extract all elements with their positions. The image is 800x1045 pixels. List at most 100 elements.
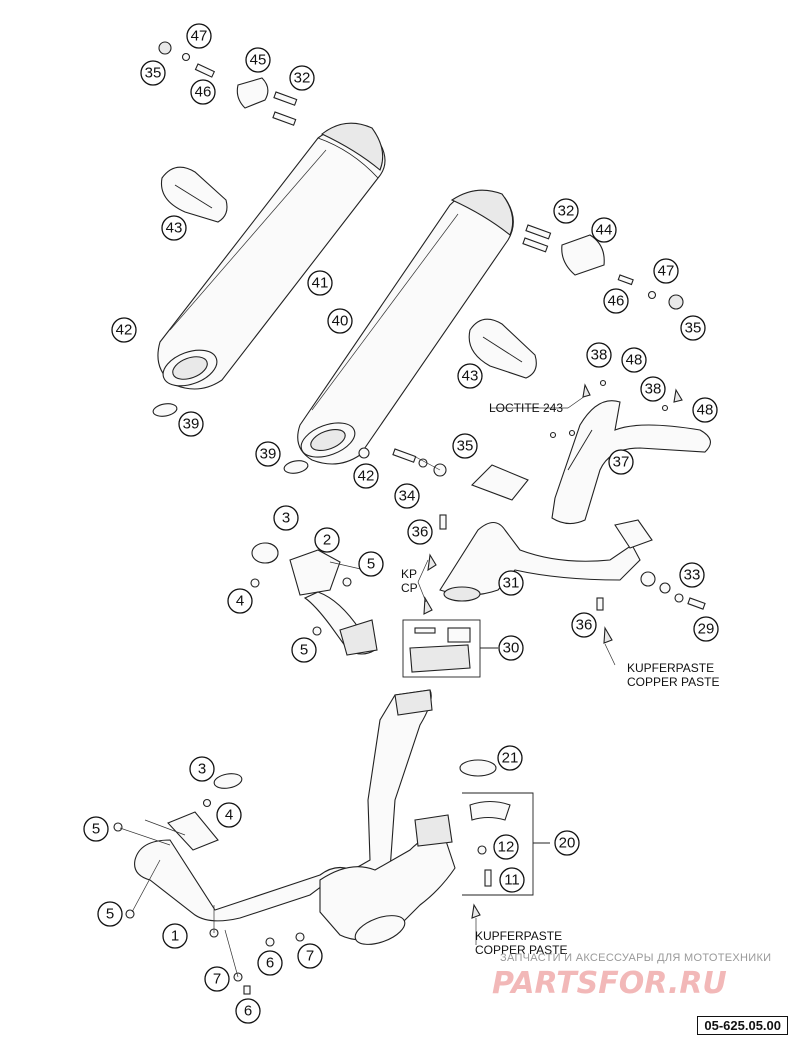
svg-text:5: 5: [92, 821, 100, 838]
svg-text:3: 3: [282, 510, 290, 527]
svg-text:7: 7: [306, 948, 314, 965]
svg-text:36: 36: [412, 524, 429, 541]
watermark-subtitle: ЗАПЧАСТИ И АКСЕССУАРЫ ДЛЯ МОТОТЕХНИКИ: [500, 952, 771, 964]
y-pipe: [439, 464, 653, 602]
svg-text:47: 47: [191, 28, 208, 45]
gaskets: [152, 403, 309, 789]
callout: 4: [216, 802, 242, 828]
svg-text:44: 44: [596, 222, 613, 239]
callout: 43: [457, 363, 483, 389]
callout: 35: [452, 433, 478, 459]
callout: 35: [680, 315, 706, 341]
svg-text:33: 33: [684, 567, 701, 584]
callout: 37: [608, 449, 634, 475]
callout: 45: [245, 47, 271, 73]
callout: 43: [161, 215, 187, 241]
svg-text:30: 30: [503, 640, 520, 657]
muffler-center: [297, 189, 514, 465]
callout: 5: [83, 816, 109, 842]
callout: 41: [307, 270, 333, 296]
svg-text:46: 46: [195, 84, 212, 101]
svg-text:5: 5: [300, 642, 308, 659]
callout: 47: [186, 23, 212, 49]
leader-lines: [119, 395, 616, 978]
svg-text:42: 42: [116, 322, 133, 339]
svg-text:43: 43: [166, 220, 183, 237]
svg-text:20: 20: [559, 835, 576, 852]
svg-text:12: 12: [498, 839, 515, 856]
note-kupferpaste-bottom: KUPFERPASTE: [475, 929, 562, 943]
callout: 6: [257, 950, 283, 976]
reference-number: 05-625.05.00: [697, 1016, 788, 1035]
svg-text:48: 48: [626, 352, 643, 369]
callout: 35: [140, 60, 166, 86]
callout: 3: [189, 756, 215, 782]
small-fasteners: [113, 379, 706, 995]
svg-text:36: 36: [576, 617, 593, 634]
callout: 39: [255, 441, 281, 467]
svg-text:39: 39: [183, 416, 200, 433]
callout: 4: [227, 588, 253, 614]
callout: 5: [291, 637, 317, 663]
callout: 38: [640, 376, 666, 402]
callout: 31: [498, 570, 524, 596]
svg-text:47: 47: [658, 263, 675, 280]
svg-text:7: 7: [213, 971, 221, 988]
svg-text:4: 4: [236, 593, 244, 610]
svg-text:45: 45: [250, 52, 267, 69]
svg-text:37: 37: [613, 454, 630, 471]
callout: 2: [314, 527, 340, 553]
svg-text:3: 3: [198, 761, 206, 778]
callout: 32: [289, 65, 315, 91]
callout: 30: [498, 635, 524, 661]
callout: 1: [162, 923, 188, 949]
note-cp: CP: [401, 581, 418, 595]
watermark: ЗАПЧАСТИ И АКСЕССУАРЫ ДЛЯ МОТОТЕХНИКИ PA…: [492, 952, 771, 1001]
callouts: 47 35 46 45 32 43 41 42 39 40 32 44 47 4…: [83, 23, 719, 1024]
svg-text:38: 38: [645, 381, 662, 398]
callout: 7: [297, 943, 323, 969]
note-loctite: LOCTITE 243: [489, 401, 563, 415]
svg-text:5: 5: [367, 556, 375, 573]
callout: 47: [653, 258, 679, 284]
header-pipe-rear: [253, 542, 378, 656]
svg-text:2: 2: [323, 532, 331, 549]
callout: 6: [235, 998, 261, 1024]
callout: 40: [327, 308, 353, 334]
callout: 21: [497, 745, 523, 771]
bracket-right: [468, 318, 537, 379]
callout: 5: [358, 551, 384, 577]
note-kupferpaste-right: KUPFERPASTE: [627, 661, 714, 675]
callout: 12: [493, 834, 519, 860]
svg-text:11: 11: [504, 872, 520, 889]
callout: 38: [586, 342, 612, 368]
note-copper-paste-right: COPPER PASTE: [627, 675, 719, 689]
svg-text:29: 29: [698, 621, 715, 638]
svg-text:32: 32: [558, 203, 575, 220]
note-kp: KP: [401, 567, 417, 581]
svg-text:40: 40: [332, 313, 349, 330]
clamp-kit: [402, 619, 498, 678]
notes: LOCTITE 243 KP CP KUPFERPASTE COPPER PAS…: [401, 401, 719, 957]
heat-shield: [551, 400, 711, 525]
svg-text:48: 48: [697, 402, 714, 419]
muffler-left: [157, 122, 386, 390]
svg-text:42: 42: [358, 468, 375, 485]
callout: 20: [554, 830, 580, 856]
callout: 48: [621, 347, 647, 373]
callout: 46: [190, 79, 216, 105]
svg-text:43: 43: [462, 368, 479, 385]
callout: 36: [571, 612, 597, 638]
svg-text:6: 6: [266, 955, 274, 972]
flange-front: [167, 798, 219, 851]
callout: 11: [499, 867, 525, 893]
svg-text:6: 6: [244, 1003, 252, 1020]
svg-text:46: 46: [608, 293, 625, 310]
callout: 5: [97, 901, 123, 927]
callout: 44: [591, 217, 617, 243]
watermark-brand: PARTSFOR.RU: [492, 966, 727, 1001]
svg-text:39: 39: [260, 446, 277, 463]
hardware-top-right: [522, 224, 684, 310]
svg-text:4: 4: [225, 807, 233, 824]
